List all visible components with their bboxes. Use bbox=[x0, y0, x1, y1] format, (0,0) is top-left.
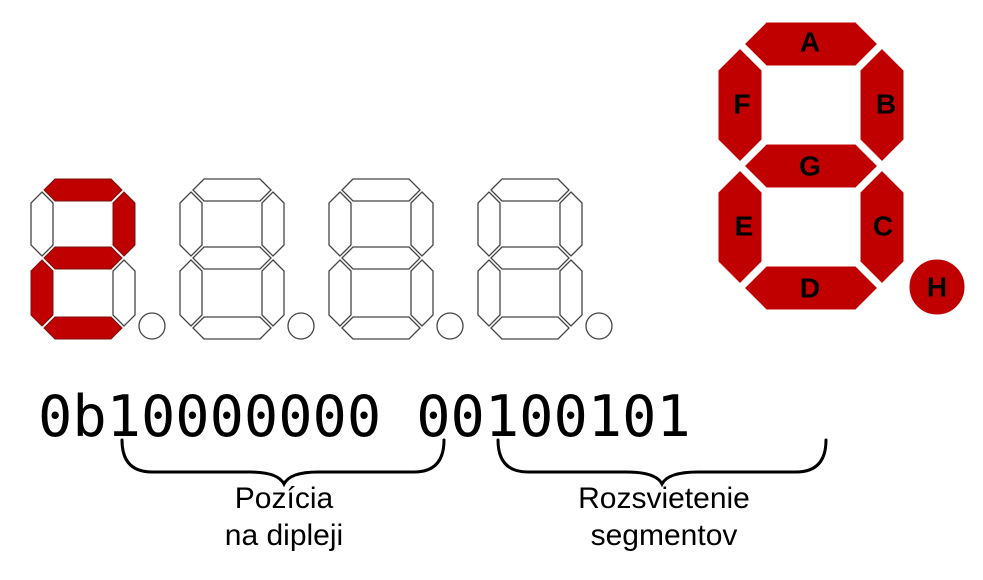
position-caption-line2: na dipleji bbox=[225, 519, 343, 552]
digit-3 bbox=[328, 178, 464, 340]
digit-1-segment-c bbox=[112, 259, 136, 327]
binary-code: 0b10000000 00100101 bbox=[38, 384, 691, 450]
digit-1-segment-b bbox=[112, 191, 136, 257]
digit-3-segment-b bbox=[410, 191, 434, 257]
digit-1-segment-d bbox=[43, 316, 123, 340]
digit-2-segment-f bbox=[179, 191, 203, 257]
digit-1-segment-e bbox=[30, 259, 54, 327]
ref-decimal-point bbox=[908, 258, 966, 316]
ref-label-e: E bbox=[735, 210, 754, 241]
position-caption-line1: Pozícia bbox=[235, 482, 334, 515]
digit-4-segment-e bbox=[477, 259, 501, 327]
ref-label-d: D bbox=[800, 272, 820, 303]
digit-3-segment-g bbox=[341, 246, 421, 270]
digit-4-segment-c bbox=[559, 259, 583, 327]
digit-4-segment-a bbox=[490, 178, 570, 202]
digit-2-segment-a bbox=[192, 178, 272, 202]
ref-segment-f bbox=[715, 44, 765, 166]
digit-2-segment-b bbox=[261, 191, 285, 257]
ref-label-a: A bbox=[800, 26, 820, 57]
ref-segment-g bbox=[740, 141, 882, 191]
ref-label-c: C bbox=[873, 210, 893, 241]
digit-4 bbox=[477, 178, 613, 340]
digit-3-segment-a bbox=[341, 178, 421, 202]
digit-4-segment-f bbox=[477, 191, 501, 257]
segments-brace bbox=[496, 438, 828, 488]
digit-1 bbox=[30, 178, 166, 340]
display-digits bbox=[30, 178, 613, 340]
digit-2-segment-c bbox=[261, 259, 285, 327]
digit-1-segment-g bbox=[43, 246, 123, 270]
ref-label-g: G bbox=[799, 150, 821, 181]
ref-segment-a bbox=[740, 19, 882, 69]
digit-3-segment-e bbox=[328, 259, 352, 327]
ref-segment-c bbox=[857, 166, 907, 288]
digit-2-decimal-point bbox=[287, 312, 315, 340]
segments-caption-line1: Rozsvietenie bbox=[578, 482, 750, 515]
digit-1-decimal-point bbox=[138, 312, 166, 340]
position-bits: 10000000 bbox=[107, 384, 382, 450]
position-brace bbox=[120, 438, 446, 488]
digit-3-decimal-point bbox=[436, 312, 464, 340]
ref-label-h: H bbox=[927, 271, 947, 302]
segments-caption-line2: segmentov bbox=[591, 519, 738, 552]
digit-4-segment-b bbox=[559, 191, 583, 257]
digit-4-segment-d bbox=[490, 316, 570, 340]
digit-4-segment-g bbox=[490, 246, 570, 270]
digit-2 bbox=[179, 178, 315, 340]
ref-label-b: B bbox=[876, 88, 896, 119]
digit-3-segment-c bbox=[410, 259, 434, 327]
ref-label-f: F bbox=[733, 88, 750, 119]
digit-4-decimal-point bbox=[585, 312, 613, 340]
digit-2-segment-e bbox=[179, 259, 203, 327]
ref-segment-b bbox=[857, 44, 907, 166]
segment-reference-digit: A B C D E F G H bbox=[715, 19, 966, 316]
digit-2-segment-g bbox=[192, 246, 272, 270]
digit-3-segment-f bbox=[328, 191, 352, 257]
segment-bits: 00100101 bbox=[416, 384, 691, 450]
binary-prefix: 0b bbox=[38, 384, 107, 450]
digit-2-segment-d bbox=[192, 316, 272, 340]
digit-3-segment-d bbox=[341, 316, 421, 340]
digit-1-segment-a bbox=[43, 178, 123, 202]
digit-1-segment-f bbox=[30, 191, 54, 257]
ref-segment-d bbox=[740, 263, 882, 313]
ref-segment-e bbox=[715, 166, 765, 288]
